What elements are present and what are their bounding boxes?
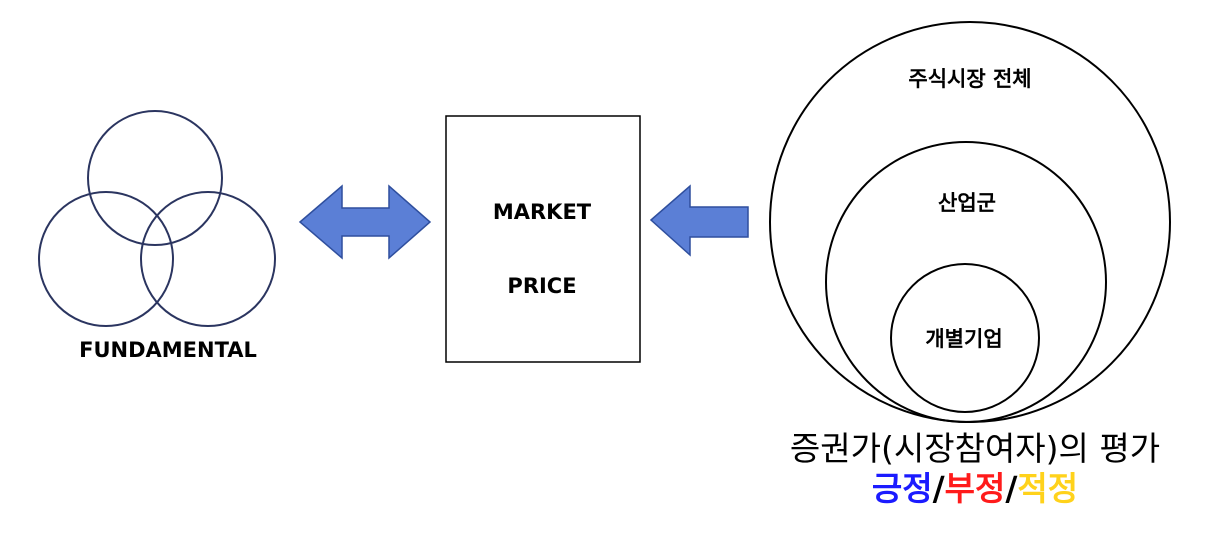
venn-circle-left (38, 191, 174, 327)
market-label: MARKET (493, 200, 592, 224)
middle-circle-label: 산업군 (938, 191, 996, 215)
inner-circle (890, 263, 1040, 413)
left-arrow (649, 184, 749, 257)
inner-circle-label: 개별기업 (925, 327, 1002, 351)
caption-separator: / (1005, 469, 1018, 508)
caption-negative: 부정 (944, 469, 1006, 508)
nested-circles (769, 21, 1171, 423)
caption-fair: 적정 (1017, 469, 1079, 508)
double-arrow (298, 184, 432, 260)
venn-diagram (38, 110, 276, 327)
middle-circle (825, 141, 1107, 423)
caption-main: 증권가(시장참여자)의 평가 (789, 429, 1161, 468)
venn-circle-right (140, 191, 276, 327)
market-price-box (445, 115, 641, 363)
fundamental-label: FUNDAMENTAL (79, 338, 257, 362)
outer-circle-label: 주식시장 전체 (908, 67, 1031, 91)
caption-sub: 긍정/부정/적정 (760, 462, 1190, 510)
caption-separator: / (932, 469, 945, 508)
venn-circle-top (87, 110, 223, 246)
price-label: PRICE (507, 274, 576, 298)
caption-positive: 긍정 (871, 469, 933, 508)
